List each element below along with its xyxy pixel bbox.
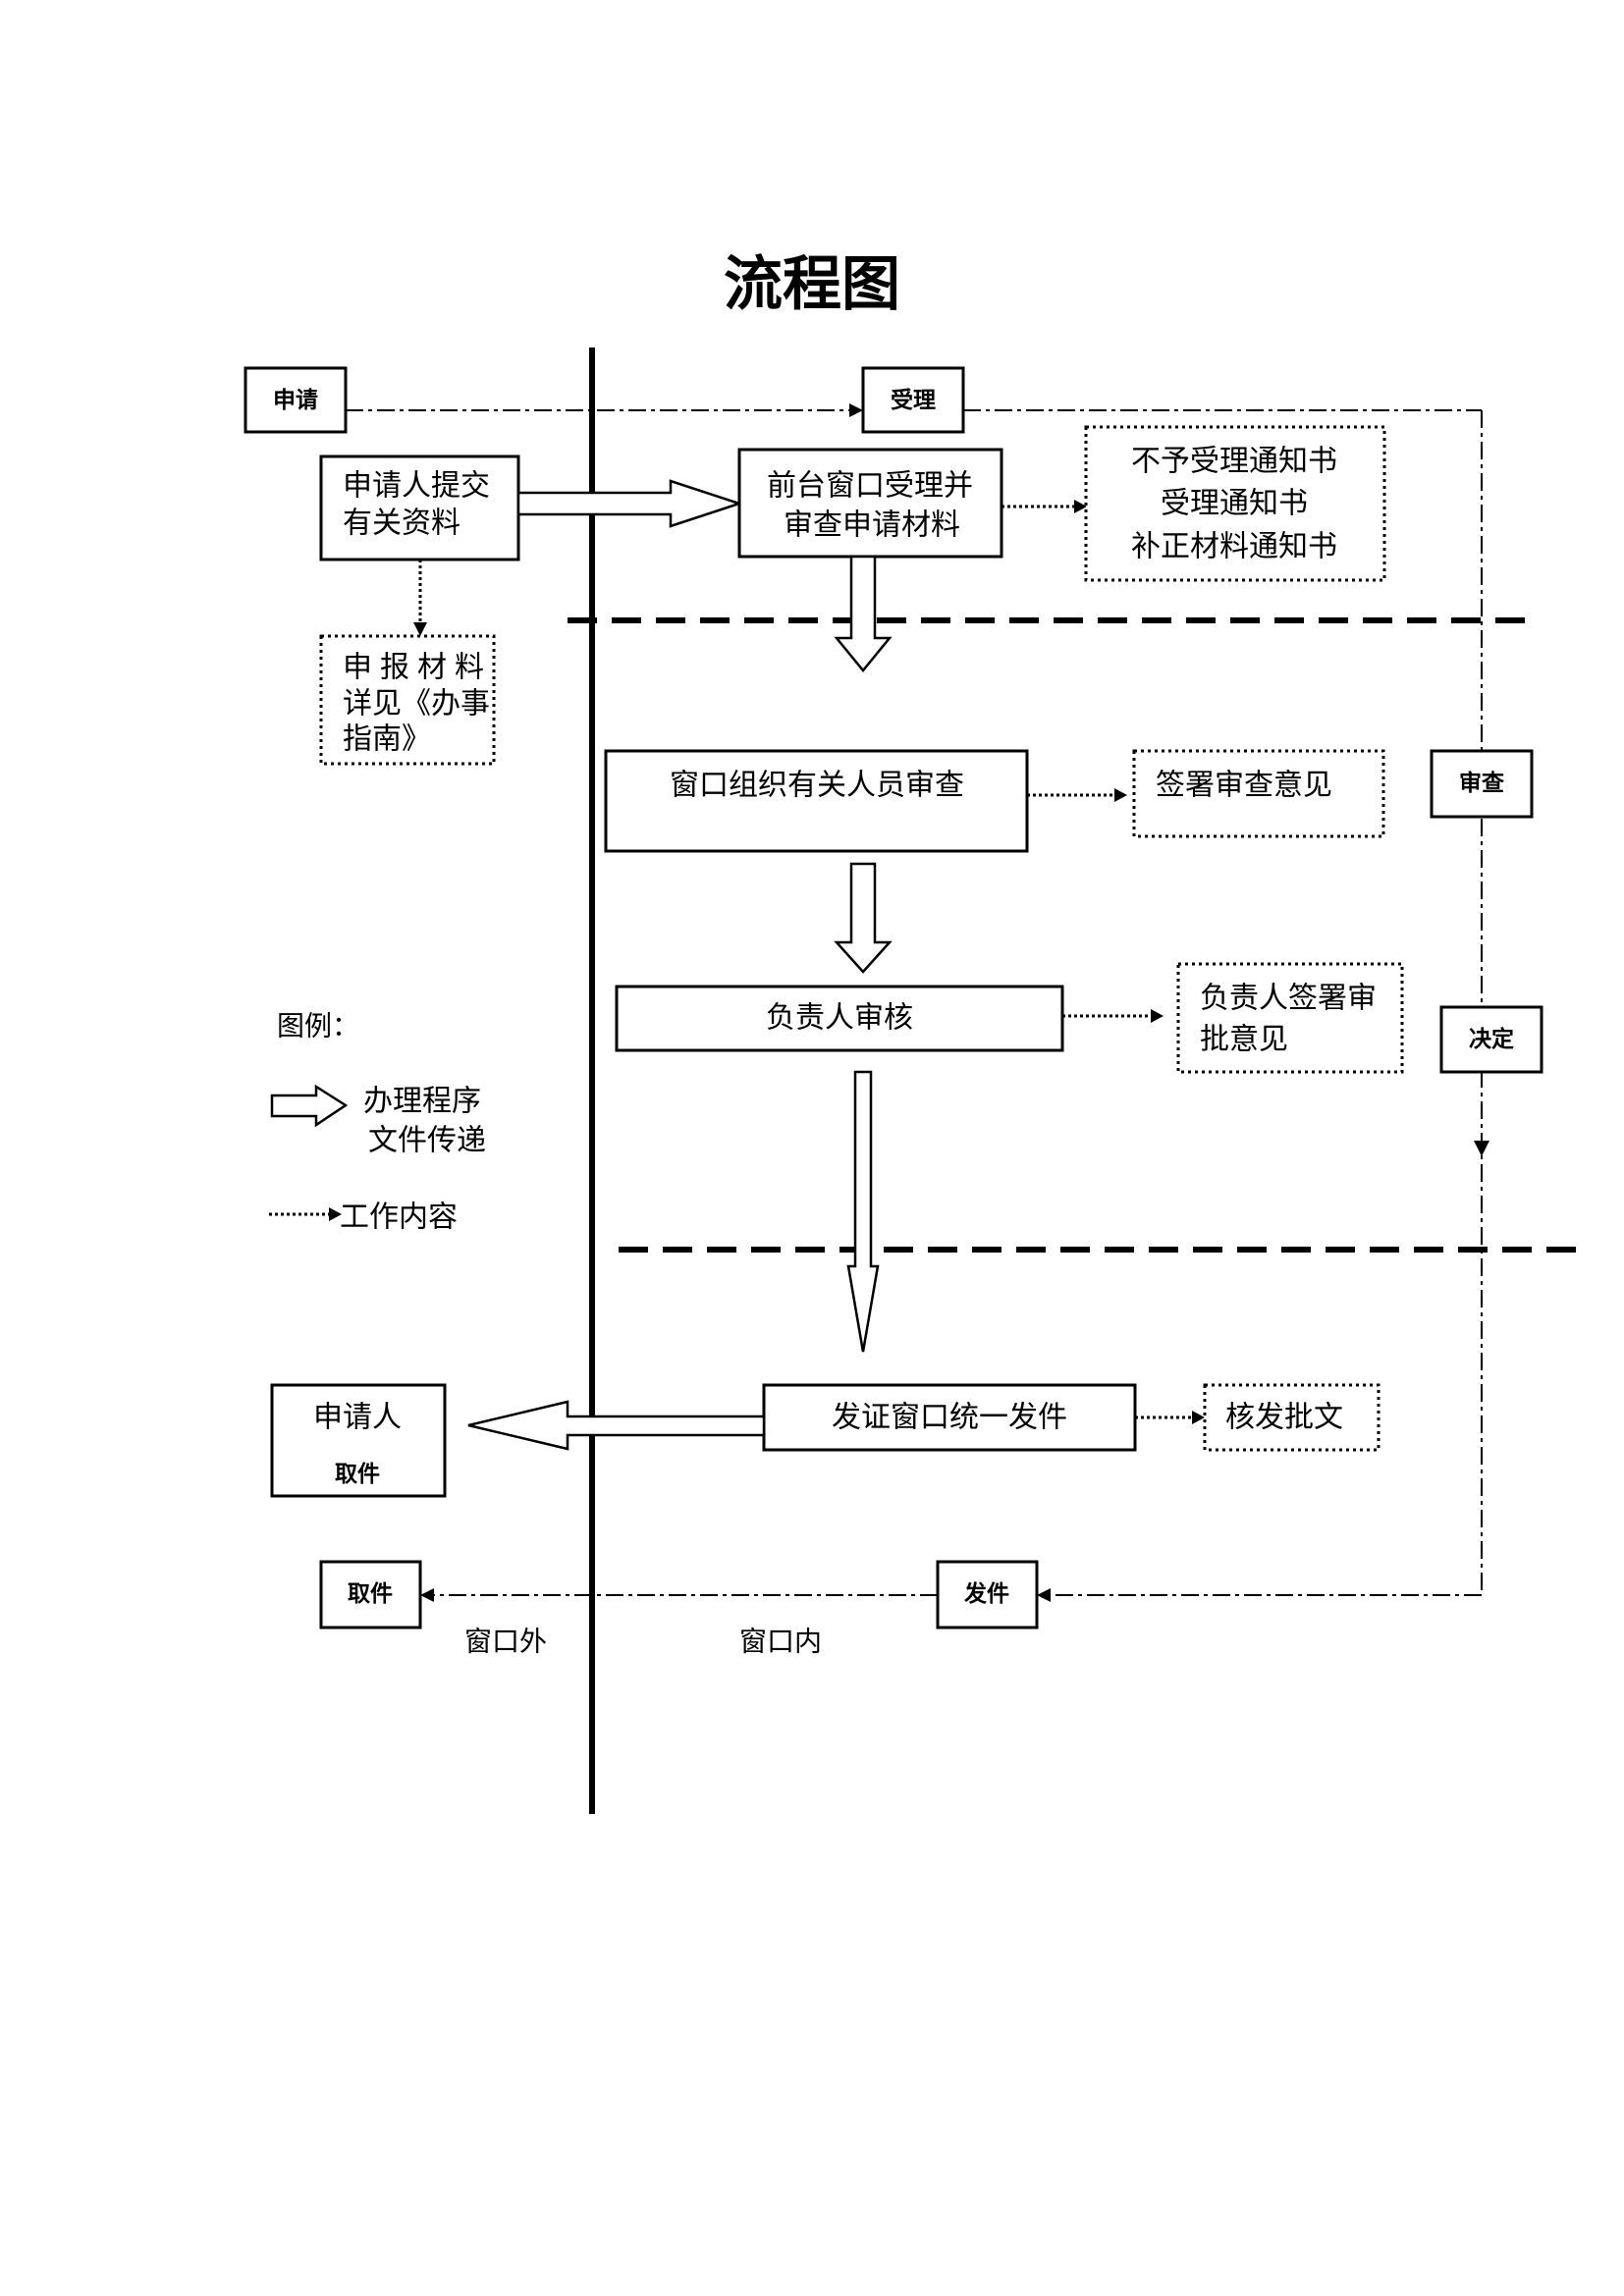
page-title: 流程图: [724, 250, 900, 319]
node-window-review-line-1: 窗口组织有关人员审查: [670, 769, 964, 803]
process-arrow-window-review-to-head-review: [834, 862, 893, 974]
process-arrow-head-review-to-issue: [846, 1070, 880, 1353]
legend-process-line-1: 办理程序: [363, 1085, 481, 1119]
track-arrowhead-pickup: [420, 1588, 434, 1602]
node-head-sign-line-1: 负责人签署审: [1200, 982, 1377, 1016]
node-submit-line-1: 申请人提交: [343, 469, 490, 504]
process-arrow-front-desk-to-window-review: [834, 555, 893, 672]
stage-issue: 发件: [936, 1560, 1039, 1629]
process-arrow-submit-to-front-desk: [516, 479, 744, 528]
node-applicant-pickup: 申请人 取件: [270, 1383, 447, 1498]
node-sign-review-line-1: 签署审查意见: [1156, 769, 1332, 803]
node-approval-line-1: 核发批文: [1225, 1401, 1343, 1435]
stage-issue-label: 发件: [963, 1580, 1009, 1607]
node-notices: 不予受理通知书 受理通知书 补正材料通知书: [1084, 425, 1386, 582]
stage-pickup-label: 取件: [348, 1581, 393, 1607]
node-window-review: 窗口组织有关人员审查: [604, 749, 1029, 853]
node-sign-review: 签署审查意见: [1132, 749, 1385, 838]
stage-accept-label: 受理: [891, 387, 936, 413]
node-submit-line-2: 有关资料: [343, 507, 460, 541]
node-materials-line-3: 指南》: [343, 722, 431, 757]
lane-label-inside: 窗口内: [739, 1626, 822, 1658]
stage-review: 审查: [1430, 749, 1534, 819]
stage-apply: 申请: [244, 366, 348, 434]
node-applicant-pickup-line-1: 申请人: [313, 1401, 402, 1435]
node-issue-window-line-1: 发证窗口统一发件: [832, 1401, 1067, 1435]
legend-dotted-arrowhead-icon: [329, 1207, 342, 1221]
node-head-review-line-1: 负责人审核: [766, 1001, 913, 1036]
node-notices-line-1: 不予受理通知书: [1131, 445, 1337, 479]
work-arrowhead-sign-review: [1114, 788, 1127, 802]
stage-accept: 受理: [861, 366, 965, 434]
node-applicant-pickup-line-2: 取件: [335, 1462, 380, 1487]
legend-title: 图例：: [277, 1010, 359, 1042]
legend-dotted-label: 工作内容: [340, 1201, 458, 1235]
node-head-sign: 负责人签署审 批意见: [1176, 962, 1404, 1074]
stage-decide: 决定: [1439, 1005, 1543, 1074]
stage-pickup: 取件: [319, 1560, 422, 1629]
node-head-sign-line-2: 批意见: [1200, 1023, 1288, 1057]
stage-apply-label: 申请: [273, 387, 318, 413]
work-arrowhead-approval: [1192, 1411, 1205, 1424]
work-arrowhead-head-sign: [1151, 1009, 1164, 1023]
work-arrowhead-notices: [1074, 500, 1087, 513]
node-issue-window: 发证窗口统一发件: [762, 1383, 1137, 1452]
process-arrow-issue-to-applicant: [467, 1400, 766, 1451]
node-notices-line-2: 受理通知书: [1161, 487, 1308, 521]
node-front-desk-line-2: 审查申请材料: [784, 508, 960, 543]
node-materials-line-2: 详见《办事: [343, 687, 490, 721]
legend: 图例： 办理程序 文件传递 工作内容: [269, 1010, 486, 1235]
node-front-desk-line-1: 前台窗口受理并: [767, 469, 973, 504]
lane-label-outside: 窗口外: [464, 1626, 547, 1658]
track-arrowhead-accept: [849, 403, 863, 417]
stage-decide-label: 决定: [1469, 1026, 1514, 1052]
stage-track: [346, 403, 1489, 1602]
stage-review-label: 审查: [1459, 770, 1504, 796]
node-materials: 申报材料 详见《办事 指南》: [319, 634, 496, 766]
legend-process-line-2: 文件传递: [368, 1124, 486, 1158]
node-front-desk: 前台窗口受理并 审查申请材料: [737, 448, 1003, 559]
work-arrowhead-materials: [413, 622, 427, 636]
node-notices-line-3: 补正材料通知书: [1131, 530, 1337, 564]
legend-process-arrow-icon: [270, 1084, 349, 1128]
node-materials-line-1: 申报材料: [343, 651, 492, 685]
node-submit: 申请人提交 有关资料: [319, 454, 520, 561]
node-approval: 核发批文: [1203, 1383, 1380, 1452]
track-arrowhead-down: [1474, 1141, 1489, 1156]
node-head-review: 负责人审核: [615, 985, 1064, 1052]
track-arrowhead-issue: [1037, 1588, 1051, 1602]
